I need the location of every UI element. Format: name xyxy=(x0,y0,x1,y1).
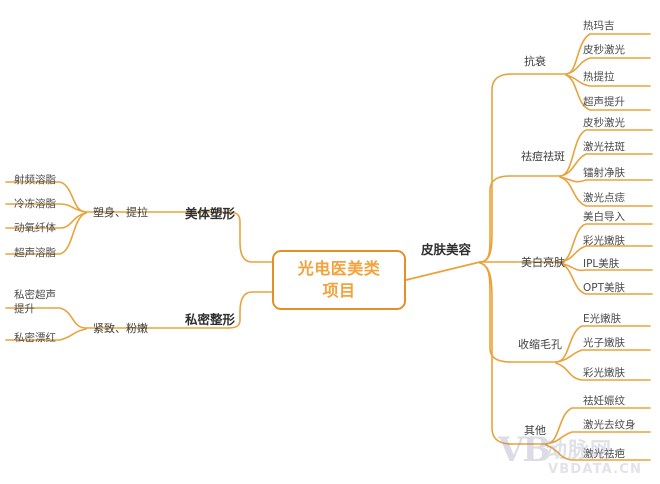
leaf-thermal-lifting[interactable]: 热提拉 xyxy=(583,71,615,83)
leaf-picosecond-laser-antiaging[interactable]: 皮秒激光 xyxy=(583,44,625,56)
leaf-private-ultrasound-lift[interactable]: 私密超声提升 xyxy=(14,289,56,316)
leaf-picosecond-laser-spot[interactable]: 皮秒激光 xyxy=(583,117,625,129)
leaf-private-pink[interactable]: 私密漂红 xyxy=(14,332,56,344)
branch-label-private-plastic[interactable]: 私密整形 xyxy=(185,312,236,327)
leaf-laser-spot-removal[interactable]: 激光祛斑 xyxy=(583,141,625,153)
leaf-color-light-rejuvenation-pore[interactable]: 彩光嫩肤 xyxy=(583,367,625,379)
leaf-whitening-infusion[interactable]: 美白导入 xyxy=(583,211,625,223)
watermark-url: VBDATA.CN xyxy=(548,462,643,477)
leaf-photon-rejuvenation[interactable]: 光子嫩肤 xyxy=(583,337,625,349)
branch-label-skin-beauty[interactable]: 皮肤美容 xyxy=(421,242,472,257)
leaf-e-light-rejuvenation[interactable]: E光嫩肤 xyxy=(583,313,622,325)
leaf-ultrasound-lifting[interactable]: 超声提升 xyxy=(583,96,625,108)
leaf-ultrasonic-liposuction[interactable]: 超声溶脂 xyxy=(14,247,56,259)
leaf-laser-skin-cleansing[interactable]: 镭射净肤 xyxy=(583,167,625,179)
center-node-text: 光电医美类 项目 xyxy=(298,258,381,301)
sub-label-shaping-lifting[interactable]: 塑身、提拉 xyxy=(93,206,148,219)
leaf-thermage[interactable]: 热玛吉 xyxy=(583,20,615,32)
leaf-laser-tattoo-removal[interactable]: 激光去纹身 xyxy=(583,419,636,431)
leaf-rf-liposuction[interactable]: 射频溶脂 xyxy=(14,174,56,186)
sub-label-acne-spot-removal[interactable]: 祛痘祛斑 xyxy=(521,150,565,163)
sub-label-tightening-rejuvenation[interactable]: 紧致、粉嫩 xyxy=(93,322,148,335)
leaf-stretch-mark-removal[interactable]: 祛妊娠纹 xyxy=(583,395,625,407)
leaf-cryolipolysis[interactable]: 冷冻溶脂 xyxy=(14,198,56,210)
leaf-opt-skin[interactable]: OPT美肤 xyxy=(583,282,626,294)
watermark: VB 动脉网 VBDATA.CN xyxy=(498,430,658,482)
center-node-line1: 光电医美类 xyxy=(297,259,381,279)
branch-label-body-shaping[interactable]: 美体塑形 xyxy=(185,206,236,221)
center-node-line2: 项目 xyxy=(322,281,356,300)
leaf-oxygen-body-slimming[interactable]: 动氧纤体 xyxy=(14,222,56,234)
leaf-laser-scar-removal[interactable]: 激光祛疤 xyxy=(583,448,625,460)
leaf-color-light-rejuvenation[interactable]: 彩光嫩肤 xyxy=(583,235,625,247)
sub-label-whitening-brightening[interactable]: 美白亮肤 xyxy=(521,256,565,269)
leaf-ipl-skin[interactable]: IPL美肤 xyxy=(583,258,620,270)
sub-label-anti-aging[interactable]: 抗衰 xyxy=(524,55,546,68)
center-node[interactable]: 光电医美类 项目 xyxy=(272,250,406,310)
sub-label-others[interactable]: 其他 xyxy=(524,424,546,437)
leaf-laser-mole-removal[interactable]: 激光点痣 xyxy=(583,192,625,204)
sub-label-pore-shrinking[interactable]: 收缩毛孔 xyxy=(518,338,562,351)
